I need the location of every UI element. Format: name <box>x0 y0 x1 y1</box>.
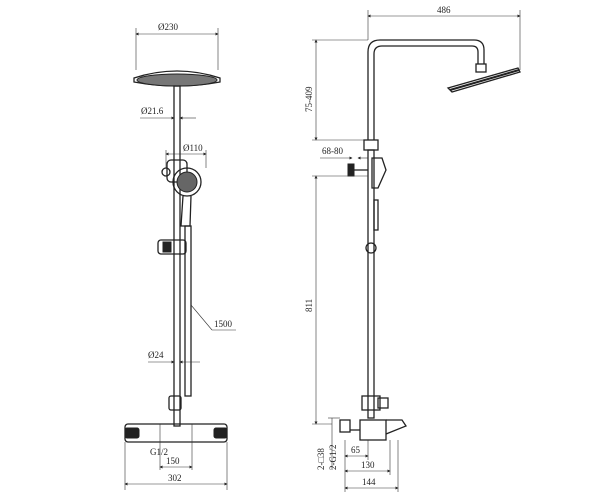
hand-shower-diameter-label: Ø110 <box>183 143 203 153</box>
dim-base-depth: 144 <box>344 440 399 492</box>
eccentric-label: 65 <box>351 445 361 455</box>
riser-pipe <box>173 85 181 427</box>
inlet-thread-label: G1/2 <box>150 447 168 457</box>
dim-mixer-width: 302 <box>124 442 228 490</box>
dim-wall-thread: 2-□38 2-G1/2 <box>316 417 340 471</box>
side-column <box>365 149 379 419</box>
hose-length-label: 1500 <box>214 319 233 329</box>
bar-diameter-label: Ø24 <box>148 350 164 360</box>
head-diameter-label: Ø230 <box>158 22 178 32</box>
inlet-spacing-label: 150 <box>166 456 180 466</box>
thermostatic-mixer <box>124 423 228 443</box>
shower-arm <box>367 39 485 140</box>
dim-slider-offset: 68-80 <box>320 146 368 160</box>
dim-column-height: 811 <box>304 175 368 425</box>
rain-shower-head <box>133 70 221 87</box>
dim-hand-shower-diameter: Ø110 <box>165 143 207 168</box>
height-adjust-label: 75-409 <box>304 86 314 112</box>
riser-connector <box>168 395 182 411</box>
dim-bar-diameter: Ø24 <box>148 350 200 364</box>
dim-hose-length: 1500 <box>190 304 236 331</box>
wall-bracket <box>347 157 387 189</box>
hand-shower <box>172 167 202 227</box>
dim-inlet-thread: G1/2 <box>150 442 193 470</box>
column-height-label: 811 <box>304 299 314 312</box>
slider-offset-label: 68-80 <box>322 146 343 156</box>
slide-bracket <box>157 239 187 255</box>
dim-pipe-diameter: Ø21.6 <box>140 106 196 120</box>
arm-reach-label: 486 <box>437 5 451 15</box>
dim-eccentric: 65 <box>344 440 369 460</box>
dim-height-adjust: 75-409 <box>304 39 368 141</box>
wall-thread-a-label: 2-G1/2 <box>328 445 338 471</box>
shower-hose <box>184 225 192 397</box>
side-mixer <box>339 395 407 441</box>
dim-mixer-depth: 130 <box>344 440 391 475</box>
column-collar <box>363 139 379 151</box>
side-rain-head <box>446 63 521 93</box>
mixer-depth-label: 130 <box>361 460 375 470</box>
front-view: Ø230 Ø21.6 Ø110 <box>124 22 236 490</box>
dim-inlet-spacing: 150 <box>159 456 193 469</box>
pipe-diameter-label: Ø21.6 <box>141 106 164 116</box>
mixer-width-label: 302 <box>168 473 182 483</box>
dim-arm-reach: 486 <box>367 5 521 70</box>
wall-thread-b-label: 2-□38 <box>316 448 326 470</box>
dim-head-diameter: Ø230 <box>135 22 219 70</box>
side-view: 486 75-409 68-80 <box>304 5 521 492</box>
base-depth-label: 144 <box>362 477 376 487</box>
